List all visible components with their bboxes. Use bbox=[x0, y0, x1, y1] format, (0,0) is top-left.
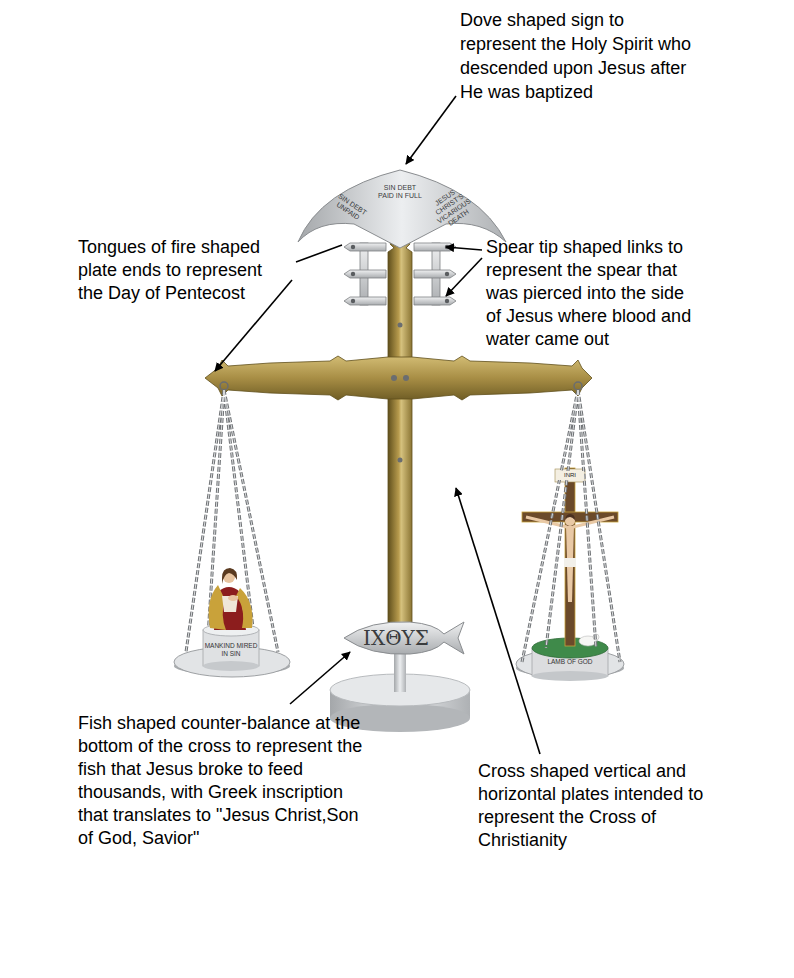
callout-note: Dove shaped sign to represent the Holy S… bbox=[460, 8, 694, 104]
callout-note: Spear tip shaped links to represent the … bbox=[486, 236, 698, 351]
inscription-sign: INRI bbox=[556, 471, 584, 480]
mankind-figure bbox=[203, 568, 259, 671]
dove-sign: SIN DEBT UNPAIDSIN DEBT PAID IN FULLJESU… bbox=[296, 168, 508, 250]
cross-vertical-plate bbox=[388, 226, 412, 650]
callout-note: Fish shaped counter-balance at the botto… bbox=[78, 712, 370, 850]
beam-bolts bbox=[391, 323, 409, 463]
pan-inscription: MANKIND MIRED IN SIN bbox=[203, 642, 259, 658]
fish-counterbalance: ΙΧΘΥΣ bbox=[340, 618, 468, 658]
pan-inscription: LAMB OF GOD bbox=[542, 658, 598, 666]
right-chains bbox=[522, 382, 620, 662]
node-outline bbox=[296, 168, 508, 250]
leader-lines bbox=[215, 96, 540, 754]
callout-note: Cross shaped vertical and horizontal pla… bbox=[478, 760, 706, 852]
node-shape bbox=[298, 170, 506, 248]
callout-note: Tongues of fire shaped plate ends to rep… bbox=[78, 236, 283, 305]
link-bolts bbox=[351, 245, 449, 303]
crucifix-figure bbox=[522, 468, 618, 681]
node-shape bbox=[344, 622, 464, 654]
cross-horizontal-beam bbox=[205, 356, 592, 400]
left-chains bbox=[186, 382, 278, 652]
node-text: SIN DEBT PAID IN FULL bbox=[376, 184, 424, 200]
spear-tip-links bbox=[344, 243, 456, 305]
node-text: ΙΧΘΥΣ bbox=[354, 627, 438, 650]
